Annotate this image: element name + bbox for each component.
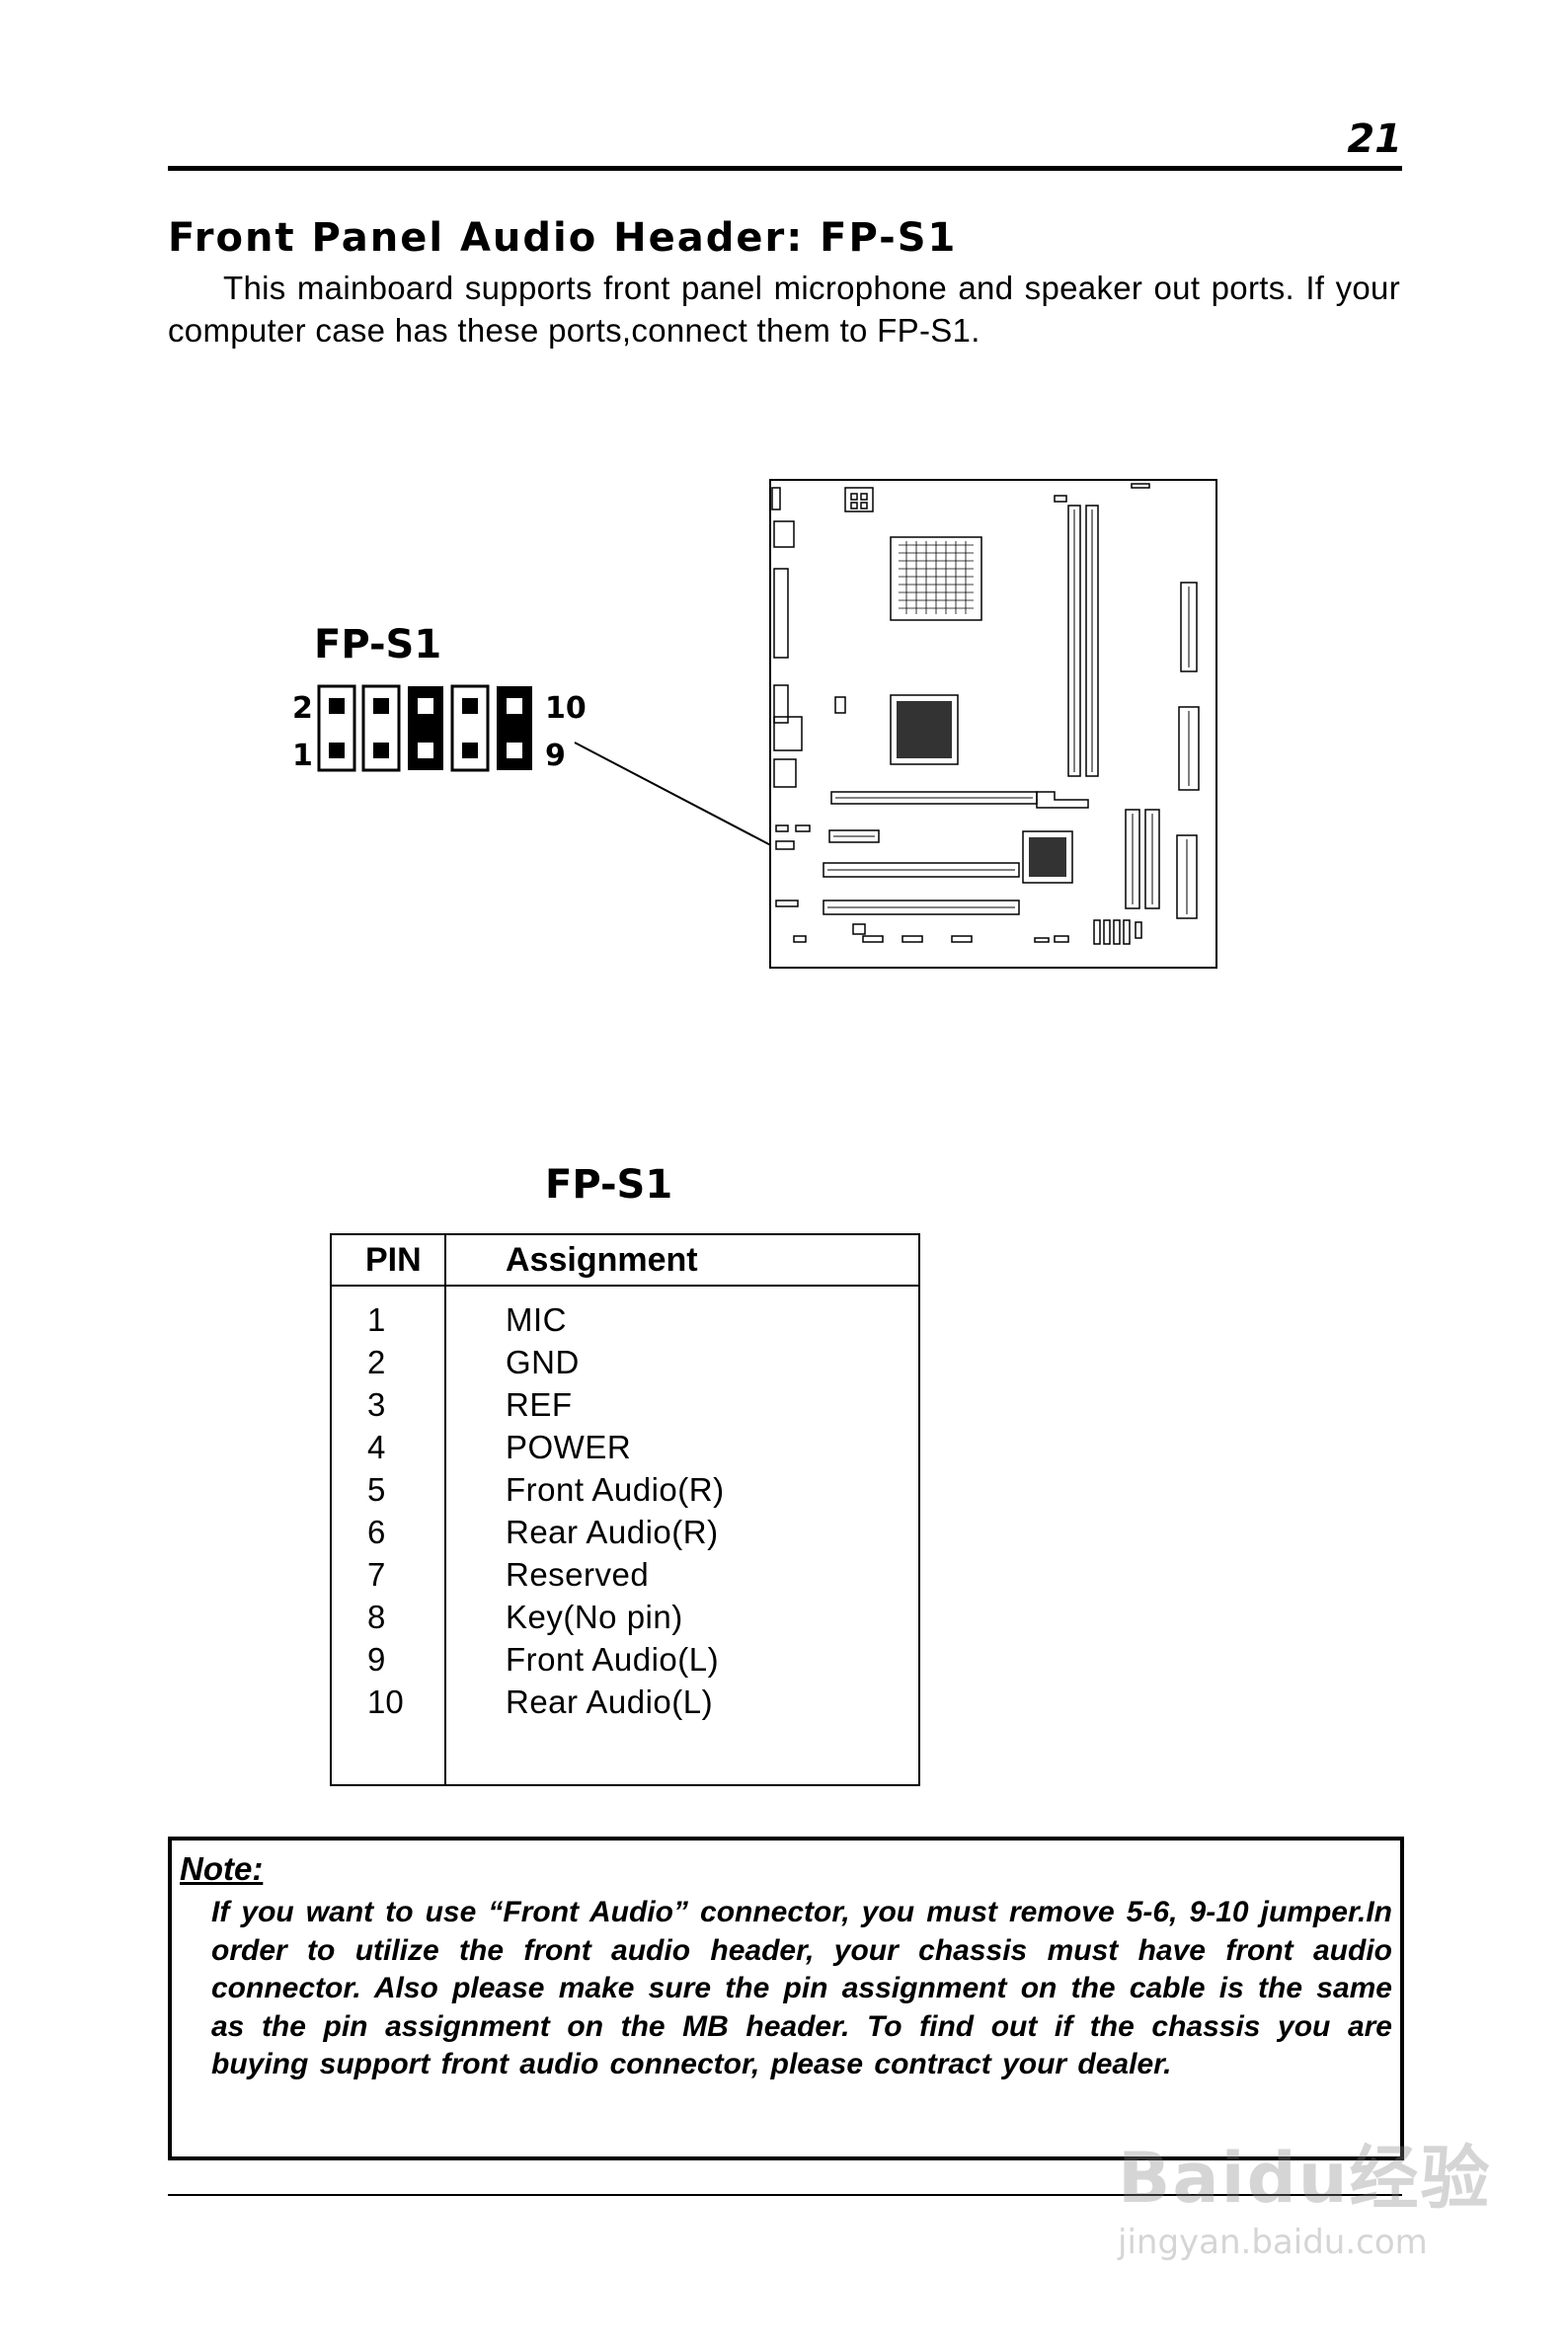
pin-assignment: Front Audio(R) [506,1471,725,1508]
pin-assignment: REF [506,1386,573,1423]
pin-number: 5 [367,1471,386,1508]
table-row: 5 Front Audio(R) [332,1468,918,1511]
pin-3 [373,743,389,758]
pin-assignment: Key(No pin) [506,1599,683,1635]
pin-number: 6 [367,1514,386,1550]
pin-number: 8 [367,1599,386,1635]
pin-label-1: 1 [292,739,313,773]
pin-column-1-2 [317,684,356,772]
table-row: 6 Rear Audio(R) [332,1511,918,1553]
pin-5 [418,743,433,758]
bottom-divider [168,2194,1402,2196]
header-label: FP-S1 [314,622,442,667]
pin-assignment: Rear Audio(L) [506,1684,714,1720]
table-row: 9 Front Audio(L) [332,1638,918,1681]
pin-assignment: Rear Audio(R) [506,1514,719,1550]
top-divider [168,166,1402,171]
watermark-brand: Baidu经验 [1118,2138,1492,2219]
header-rule [332,1285,918,1287]
pin-header-diagram [317,684,532,772]
pin-9 [507,743,522,758]
pin-number: 9 [367,1641,386,1678]
table-row: 8 Key(No pin) [332,1596,918,1638]
pin-assignment: GND [506,1344,580,1380]
pin-number: 4 [367,1429,386,1465]
pin-label-2: 2 [292,691,313,726]
note-text: If you want to use “Front Audio” connect… [211,1896,1392,2080]
pin-2 [329,698,345,714]
board-outline [769,479,1217,969]
pin-column-7-8 [450,684,490,772]
pin-number: 7 [367,1556,386,1593]
table-row: 10 Rear Audio(L) [332,1681,918,1723]
table-row: 2 GND [332,1341,918,1383]
table-row: 1 MIC [332,1298,918,1341]
pin-number: 10 [367,1684,404,1720]
pin-1 [329,743,345,758]
pin-6 [418,698,433,714]
column-header-assignment: Assignment [506,1241,698,1279]
pin-assignment: MIC [506,1301,567,1338]
section-title: Front Panel Audio Header: FP-S1 [168,215,958,261]
pin-number: 1 [367,1301,386,1338]
leader-line [574,742,783,852]
pin-assignment: Reserved [506,1556,650,1593]
pin-assignment: Front Audio(L) [506,1641,720,1678]
baidu-watermark: Baidu经验 jingyan.baidu.com [1118,2123,1492,2262]
table-title: FP-S1 [545,1162,673,1208]
column-divider [444,1235,446,1784]
column-header-pin: PIN [365,1241,422,1279]
intro-paragraph: This mainboard supports front panel micr… [168,270,1400,349]
table-row: 3 REF [332,1383,918,1426]
page-number: 21 [1347,117,1402,162]
fp-s1-on-board [775,840,795,850]
pin-10 [507,698,522,714]
table-row: 4 POWER [332,1426,918,1468]
watermark-url: jingyan.baidu.com [1118,2223,1428,2262]
pin-label-9: 9 [545,739,566,773]
note-title: Note: [180,1850,264,1887]
table-row: 7 Reserved [332,1553,918,1596]
pin-assignment: POWER [506,1429,632,1465]
pin-4 [373,698,389,714]
pin-8 [462,698,478,714]
pin-label-10: 10 [545,691,587,726]
pin-column-3-4 [361,684,401,772]
motherboard-layout-diagram [769,479,1217,969]
pin-7 [462,743,478,758]
pin-number: 2 [367,1344,386,1380]
pin-number: 3 [367,1386,386,1423]
note-box: Note: If you want to use “Front Audio” c… [168,1837,1404,2160]
